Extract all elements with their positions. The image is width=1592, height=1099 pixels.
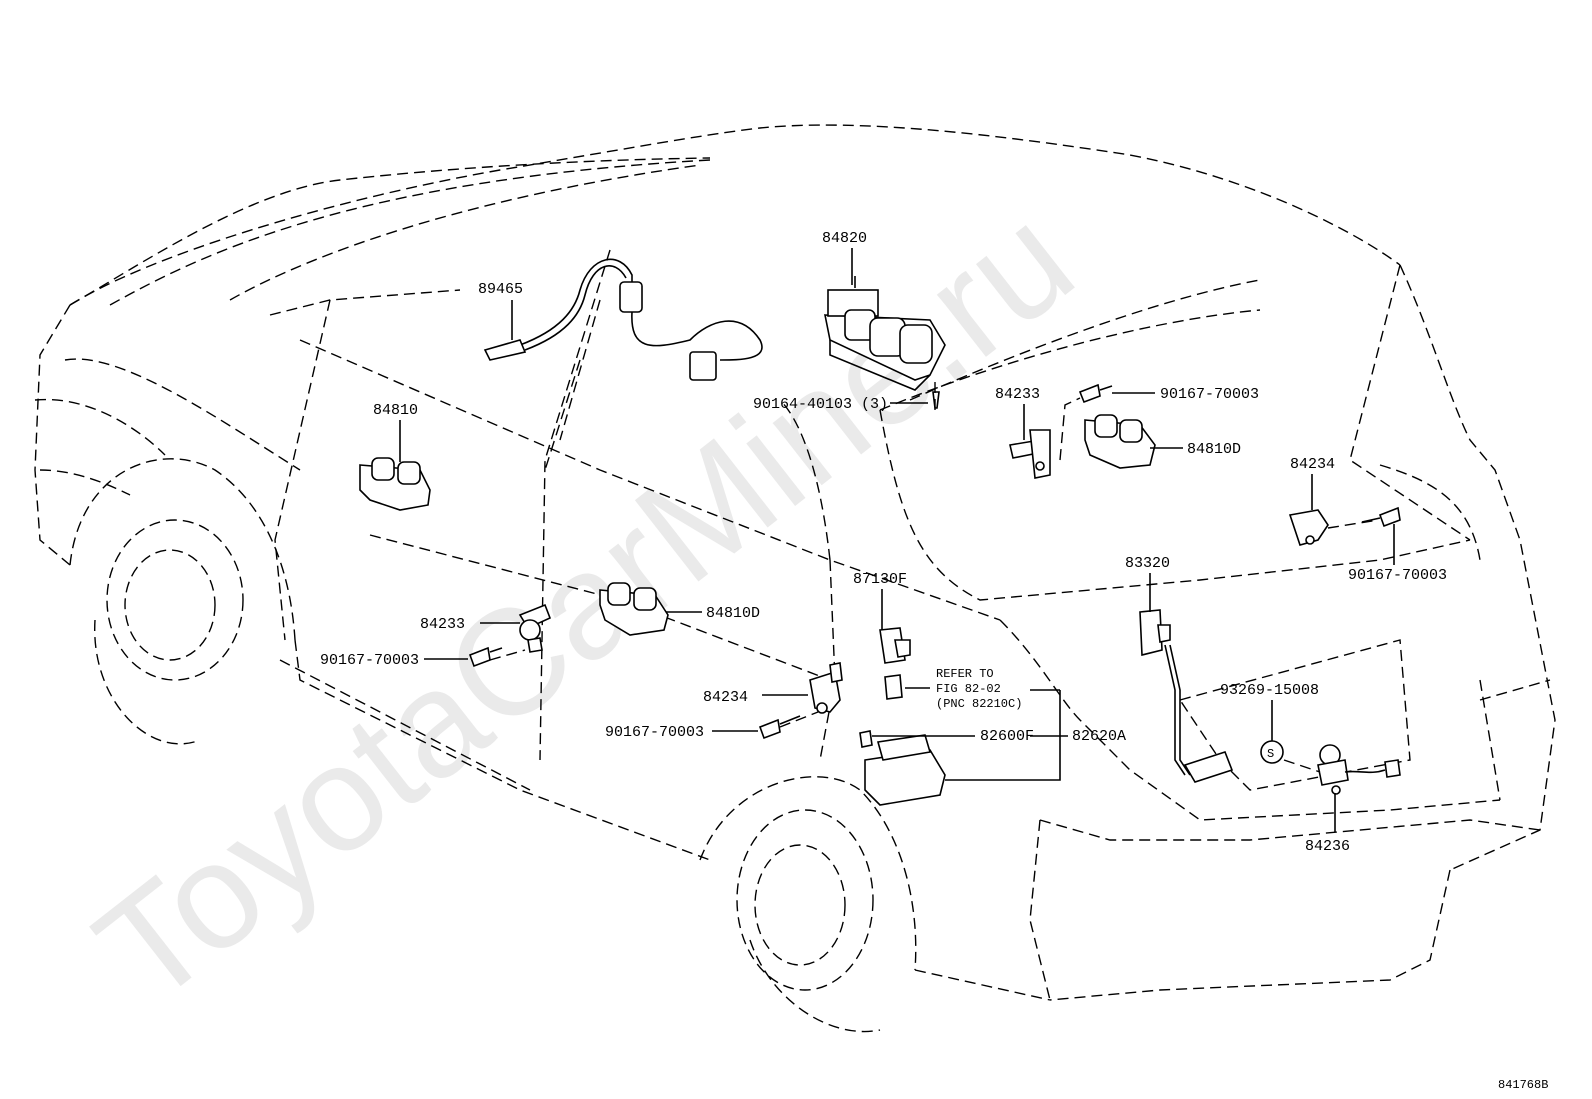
door-switch-84234-left — [809, 662, 843, 714]
callout-84233-left: 84233 — [420, 616, 465, 633]
bolt-90167-top — [1078, 383, 1113, 404]
callout-93269-15008: 93269-15008 — [1220, 682, 1319, 699]
callout-84810D-right: 84810D — [1187, 441, 1241, 458]
sensor-83320 — [1139, 609, 1234, 783]
callout-83320: 83320 — [1125, 555, 1170, 572]
dashed-leaders — [489, 380, 1379, 773]
door-switch-84234-right — [1288, 509, 1329, 546]
courtesy-switch-84233-left — [518, 603, 552, 653]
lock-switch-84236 — [1317, 744, 1401, 795]
callout-82620A: 82620A — [1072, 728, 1126, 745]
callout-84234-right: 84234 — [1290, 456, 1335, 473]
callout-82600F: 82600F — [980, 728, 1034, 745]
oxygen-sensor-89465 — [483, 258, 763, 381]
relay-block-82620A — [864, 734, 946, 806]
refer-note-line1: REFER TO — [936, 667, 994, 681]
callout-87130F: 87130F — [853, 571, 907, 588]
callout-84810-left: 84810 — [373, 402, 418, 419]
callout-90167-left: 90167-70003 — [320, 652, 419, 669]
screw-90164 — [932, 391, 940, 409]
refer-note-line2: FIG 82-02 — [936, 682, 1001, 696]
callout-90164-40103: 90164-40103 (3) — [753, 396, 888, 413]
refer-note: REFER TO FIG 82-02 (PNC 82210C) — [884, 667, 1022, 711]
callout-84234-left: 84234 — [703, 689, 748, 706]
master-window-switch-84820 — [824, 276, 946, 391]
callout-84233-top: 84233 — [995, 386, 1040, 403]
window-switch-84810 — [359, 457, 431, 511]
callout-84820: 84820 — [822, 230, 867, 247]
callout-90167-top: 90167-70003 — [1160, 386, 1259, 403]
screw-symbol-text: S — [1267, 747, 1274, 761]
fuse-82600F — [859, 730, 873, 748]
screw-93269: S — [1260, 740, 1284, 764]
bolt-90167-bottom — [758, 715, 801, 740]
watermark-text: ToyotaCarMine.ru — [66, 174, 1102, 1035]
figure-code: 841768B — [1498, 1078, 1548, 1092]
window-switch-84810D-right — [1084, 414, 1156, 469]
callout-90167-bottom: 90167-70003 — [605, 724, 704, 741]
callout-90167-right: 90167-70003 — [1348, 567, 1447, 584]
window-switch-84810D-left — [599, 582, 669, 636]
courtesy-switch-84233-top — [1009, 429, 1051, 479]
refer-note-line3: (PNC 82210C) — [936, 697, 1022, 711]
callout-84236: 84236 — [1305, 838, 1350, 855]
callout-89465: 89465 — [478, 281, 523, 298]
callout-84810D-left: 84810D — [706, 605, 760, 622]
bolt-90167-right — [1361, 506, 1401, 528]
connector-87130F — [879, 627, 911, 664]
